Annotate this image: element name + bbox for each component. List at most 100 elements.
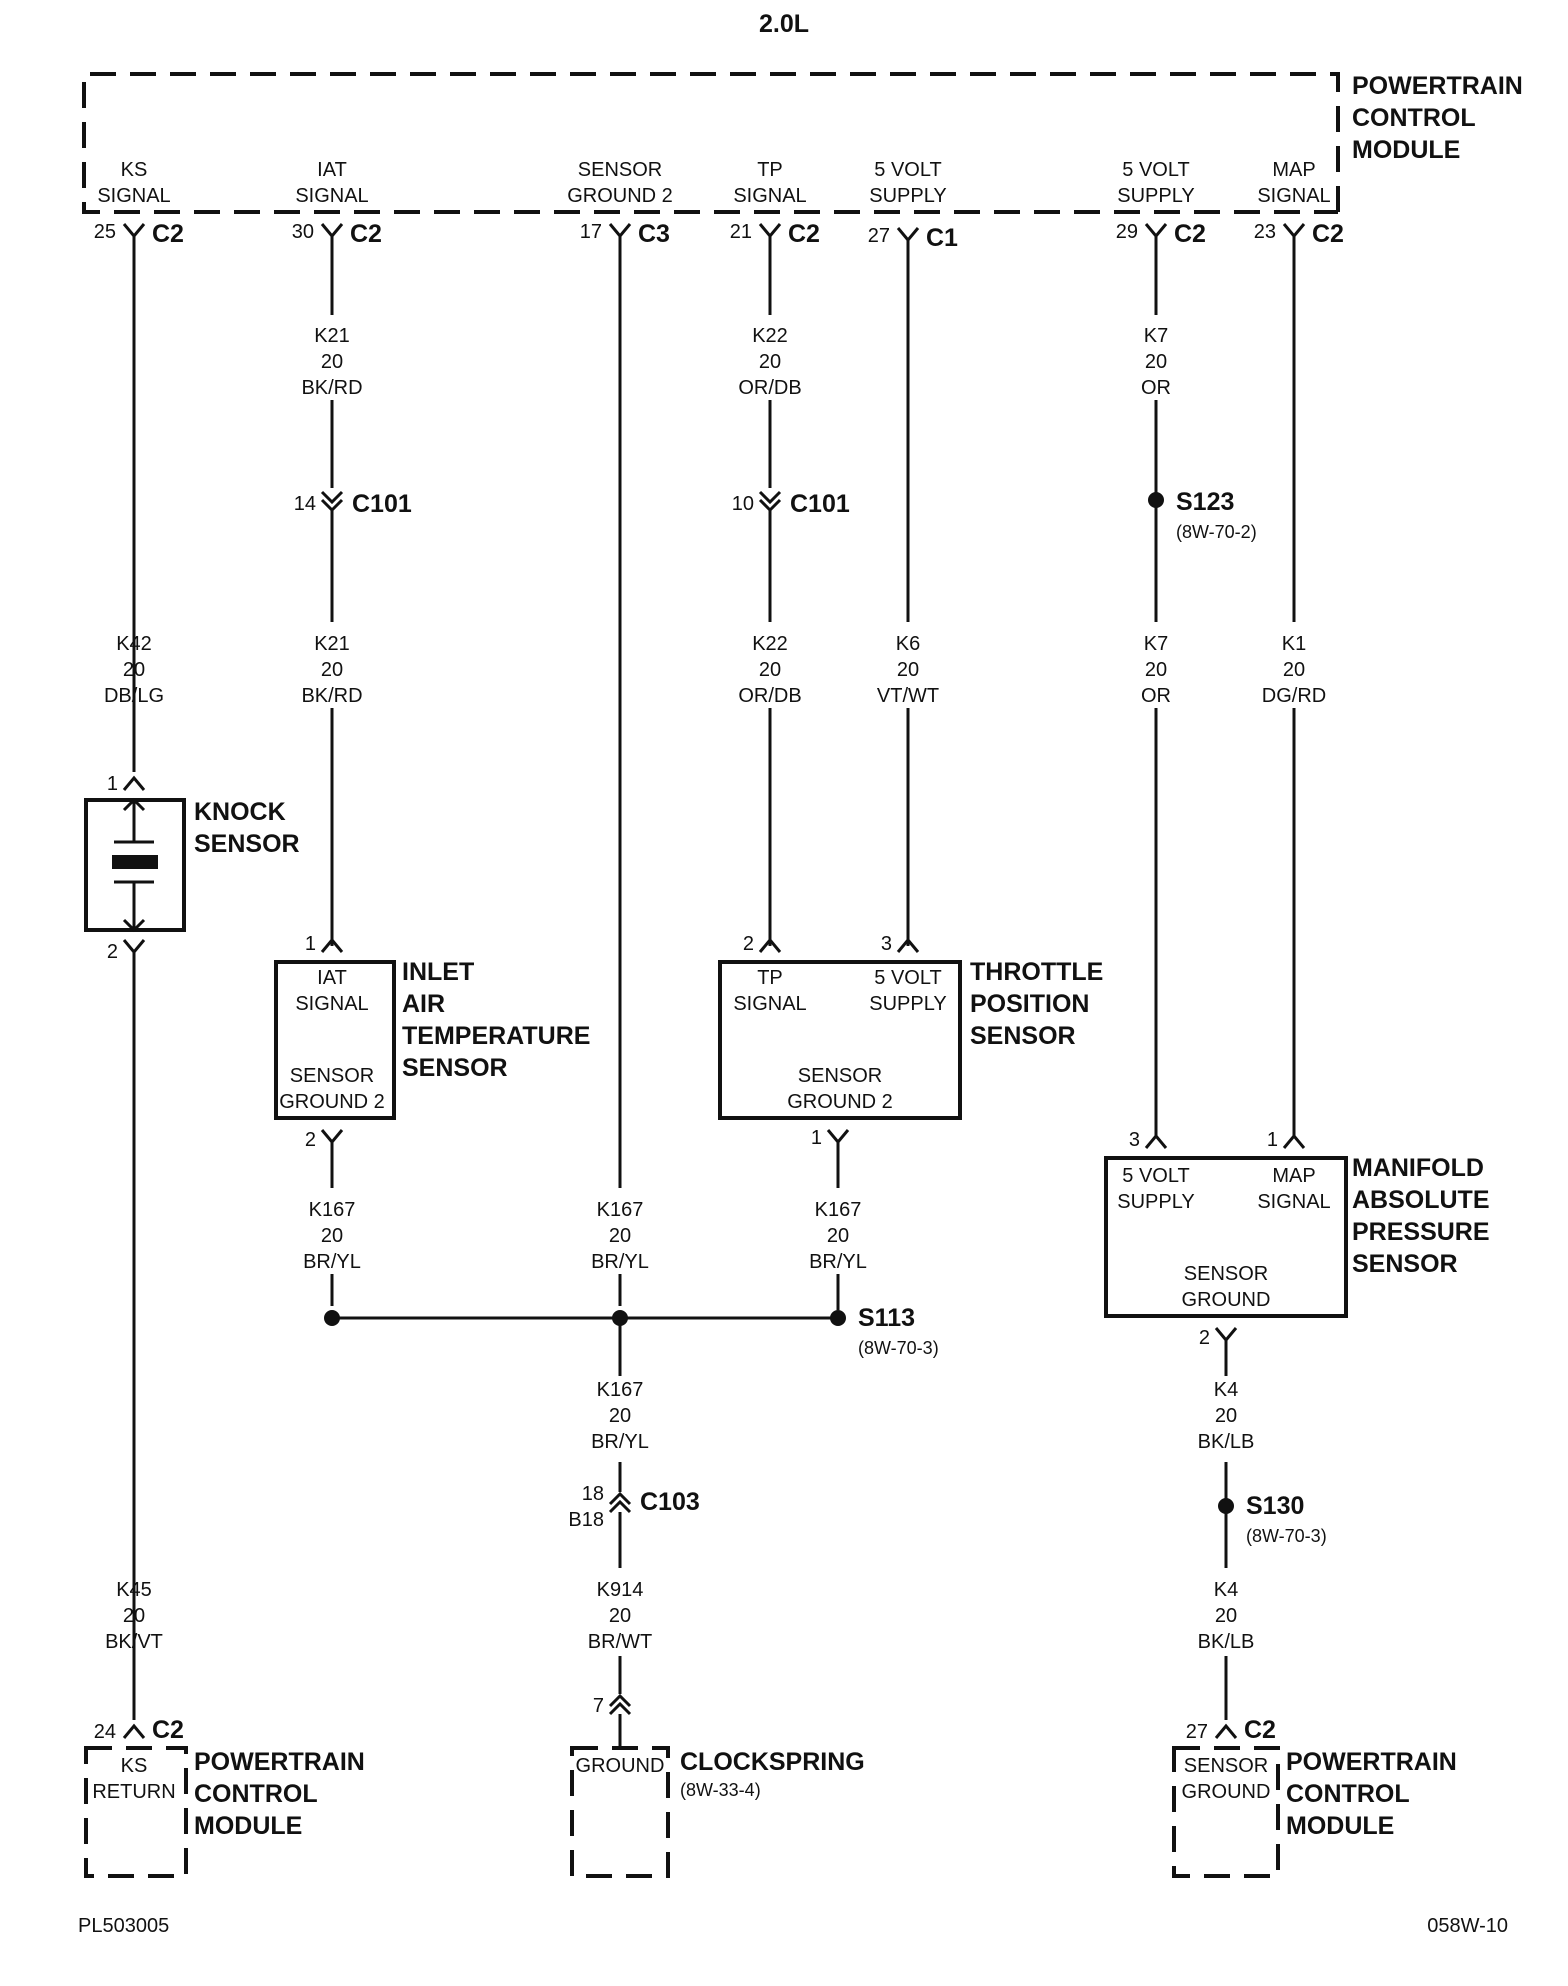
pin-symbol	[122, 775, 146, 791]
box-label: SUPPLY	[869, 993, 946, 1015]
wire-label: BK/RD	[301, 377, 362, 399]
splice-name: S130	[1246, 1492, 1304, 1520]
pcm-ks-return: 24 C2 KS RETURN POWERTRAIN CONTROL MODUL…	[84, 1716, 365, 1878]
wire-label: K1	[1282, 633, 1306, 655]
box-label: SIGNAL	[1257, 1191, 1330, 1213]
connector-name: C101	[352, 490, 412, 518]
wire-label: K167	[597, 1379, 644, 1401]
wire-label: BK/RD	[301, 685, 362, 707]
pin-symbol	[758, 490, 782, 505]
wire-label: K6	[896, 633, 920, 655]
wire-label: K42	[116, 633, 152, 655]
pcm-top-name-1: POWERTRAIN	[1352, 72, 1523, 100]
pin-symbol	[1282, 223, 1306, 239]
tp-sensor-name: THROTTLE	[970, 958, 1103, 986]
pcm-gnd-box	[1172, 1746, 1280, 1878]
pin-symbol	[826, 1129, 850, 1145]
pin-label-line1: IAT	[317, 159, 347, 181]
pin-symbol	[320, 223, 344, 239]
wire-label: 20	[827, 1225, 849, 1247]
wire-label: BR/YL	[591, 1431, 649, 1453]
wire-label: 20	[321, 1225, 343, 1247]
pin-number: 1	[1267, 1129, 1278, 1151]
knock-sensor-name: SENSOR	[194, 830, 300, 858]
pcm-ks-name: CONTROL	[194, 1780, 318, 1808]
wire-label: K167	[597, 1199, 644, 1221]
wire-label: 20	[1145, 351, 1167, 373]
pin-number: 2	[305, 1129, 316, 1151]
wire-label: DG/RD	[1262, 685, 1326, 707]
pcm-top-name-3: MODULE	[1352, 136, 1460, 164]
splice-ref: (8W-70-3)	[858, 1338, 939, 1358]
wire-label: BK/LB	[1198, 1631, 1255, 1653]
wire-label: K21	[314, 633, 350, 655]
pcm-ks-name: POWERTRAIN	[194, 1748, 365, 1776]
pin-symbol	[122, 223, 146, 239]
pin-number: 24	[94, 1721, 116, 1743]
pcm-pin-map: MAP SIGNAL 23 C2	[1254, 159, 1344, 248]
wire-label: OR	[1141, 377, 1171, 399]
box-label: GROUND	[1182, 1781, 1271, 1803]
piezo-element	[112, 855, 158, 869]
pin-symbol	[122, 1723, 146, 1739]
pin-number: 30	[292, 221, 314, 243]
tp-sensor-name: POSITION	[970, 990, 1089, 1018]
pin-number: 3	[881, 933, 892, 955]
pin-connector: C2	[152, 1716, 184, 1744]
pin-number: 2	[1199, 1327, 1210, 1349]
wire-label: 20	[123, 1605, 145, 1627]
wire-label: 20	[897, 659, 919, 681]
box-label: SIGNAL	[733, 993, 806, 1015]
box-label: SENSOR	[1184, 1755, 1268, 1777]
map-sensor-name: ABSOLUTE	[1352, 1186, 1490, 1214]
wire-label: OR/DB	[738, 377, 801, 399]
pin-number: 10	[732, 493, 754, 515]
pin-connector: C2	[152, 220, 184, 248]
wire-label: 20	[609, 1405, 631, 1427]
wire-label: DB/LG	[104, 685, 164, 707]
wire-label: 20	[321, 659, 343, 681]
wire-label: BK/LB	[1198, 1431, 1255, 1453]
pin-symbol	[758, 223, 782, 239]
box-label: SENSOR	[1184, 1263, 1268, 1285]
pcm-gnd-name: POWERTRAIN	[1286, 1748, 1457, 1776]
box-label: 5 VOLT	[874, 967, 941, 989]
pin-symbol	[1144, 223, 1168, 239]
splice-s113-dot	[830, 1310, 846, 1326]
wire-label: 20	[759, 659, 781, 681]
wire-label: BR/YL	[591, 1251, 649, 1273]
connector-c101-b: 10 C101	[732, 490, 850, 518]
pcm-pin-iat: IAT SIGNAL 30 C2	[292, 159, 382, 248]
pin-number: B18	[568, 1509, 604, 1531]
map-sensor: 3 1 5 VOLT SUPPLY MAP SIGNAL SENSOR GROU…	[1104, 1129, 1490, 1349]
wire-label: 20	[321, 351, 343, 373]
pin-label-line2: SIGNAL	[97, 185, 170, 207]
pin-number: 29	[1116, 221, 1138, 243]
wire-label: K167	[309, 1199, 356, 1221]
pcm-ks-name: MODULE	[194, 1812, 302, 1840]
wire-label: OR/DB	[738, 685, 801, 707]
box-label: GROUND 2	[787, 1091, 893, 1113]
wire-label: BK/VT	[105, 1631, 163, 1653]
splice-name: S123	[1176, 488, 1234, 516]
wire-label: K167	[815, 1199, 862, 1221]
pin-label-line2: SIGNAL	[733, 185, 806, 207]
pin-connector: C3	[638, 220, 670, 248]
pin-label-line2: SIGNAL	[1257, 185, 1330, 207]
pin-label-line2: SUPPLY	[869, 185, 946, 207]
pin-number: 18	[582, 1483, 604, 1505]
connector-name: C101	[790, 490, 850, 518]
pin-label-line2: SIGNAL	[295, 185, 368, 207]
connector-name: C103	[640, 1488, 700, 1516]
pin-symbol	[758, 937, 782, 953]
pin-label-line2: SUPPLY	[1117, 185, 1194, 207]
iat-sensor-name: INLET	[402, 958, 474, 986]
iat-sensor-box	[274, 960, 396, 1120]
splice-ref: (8W-70-3)	[1246, 1526, 1327, 1546]
map-sensor-box	[1104, 1156, 1348, 1318]
pin-number: 27	[1186, 1721, 1208, 1743]
pin-label-line1: 5 VOLT	[1122, 159, 1189, 181]
pcm-pin-5v-c1: 5 VOLT SUPPLY 27 C1	[868, 159, 958, 252]
pin-symbol	[1214, 1327, 1238, 1343]
knock-sensor-name: KNOCK	[194, 798, 286, 826]
